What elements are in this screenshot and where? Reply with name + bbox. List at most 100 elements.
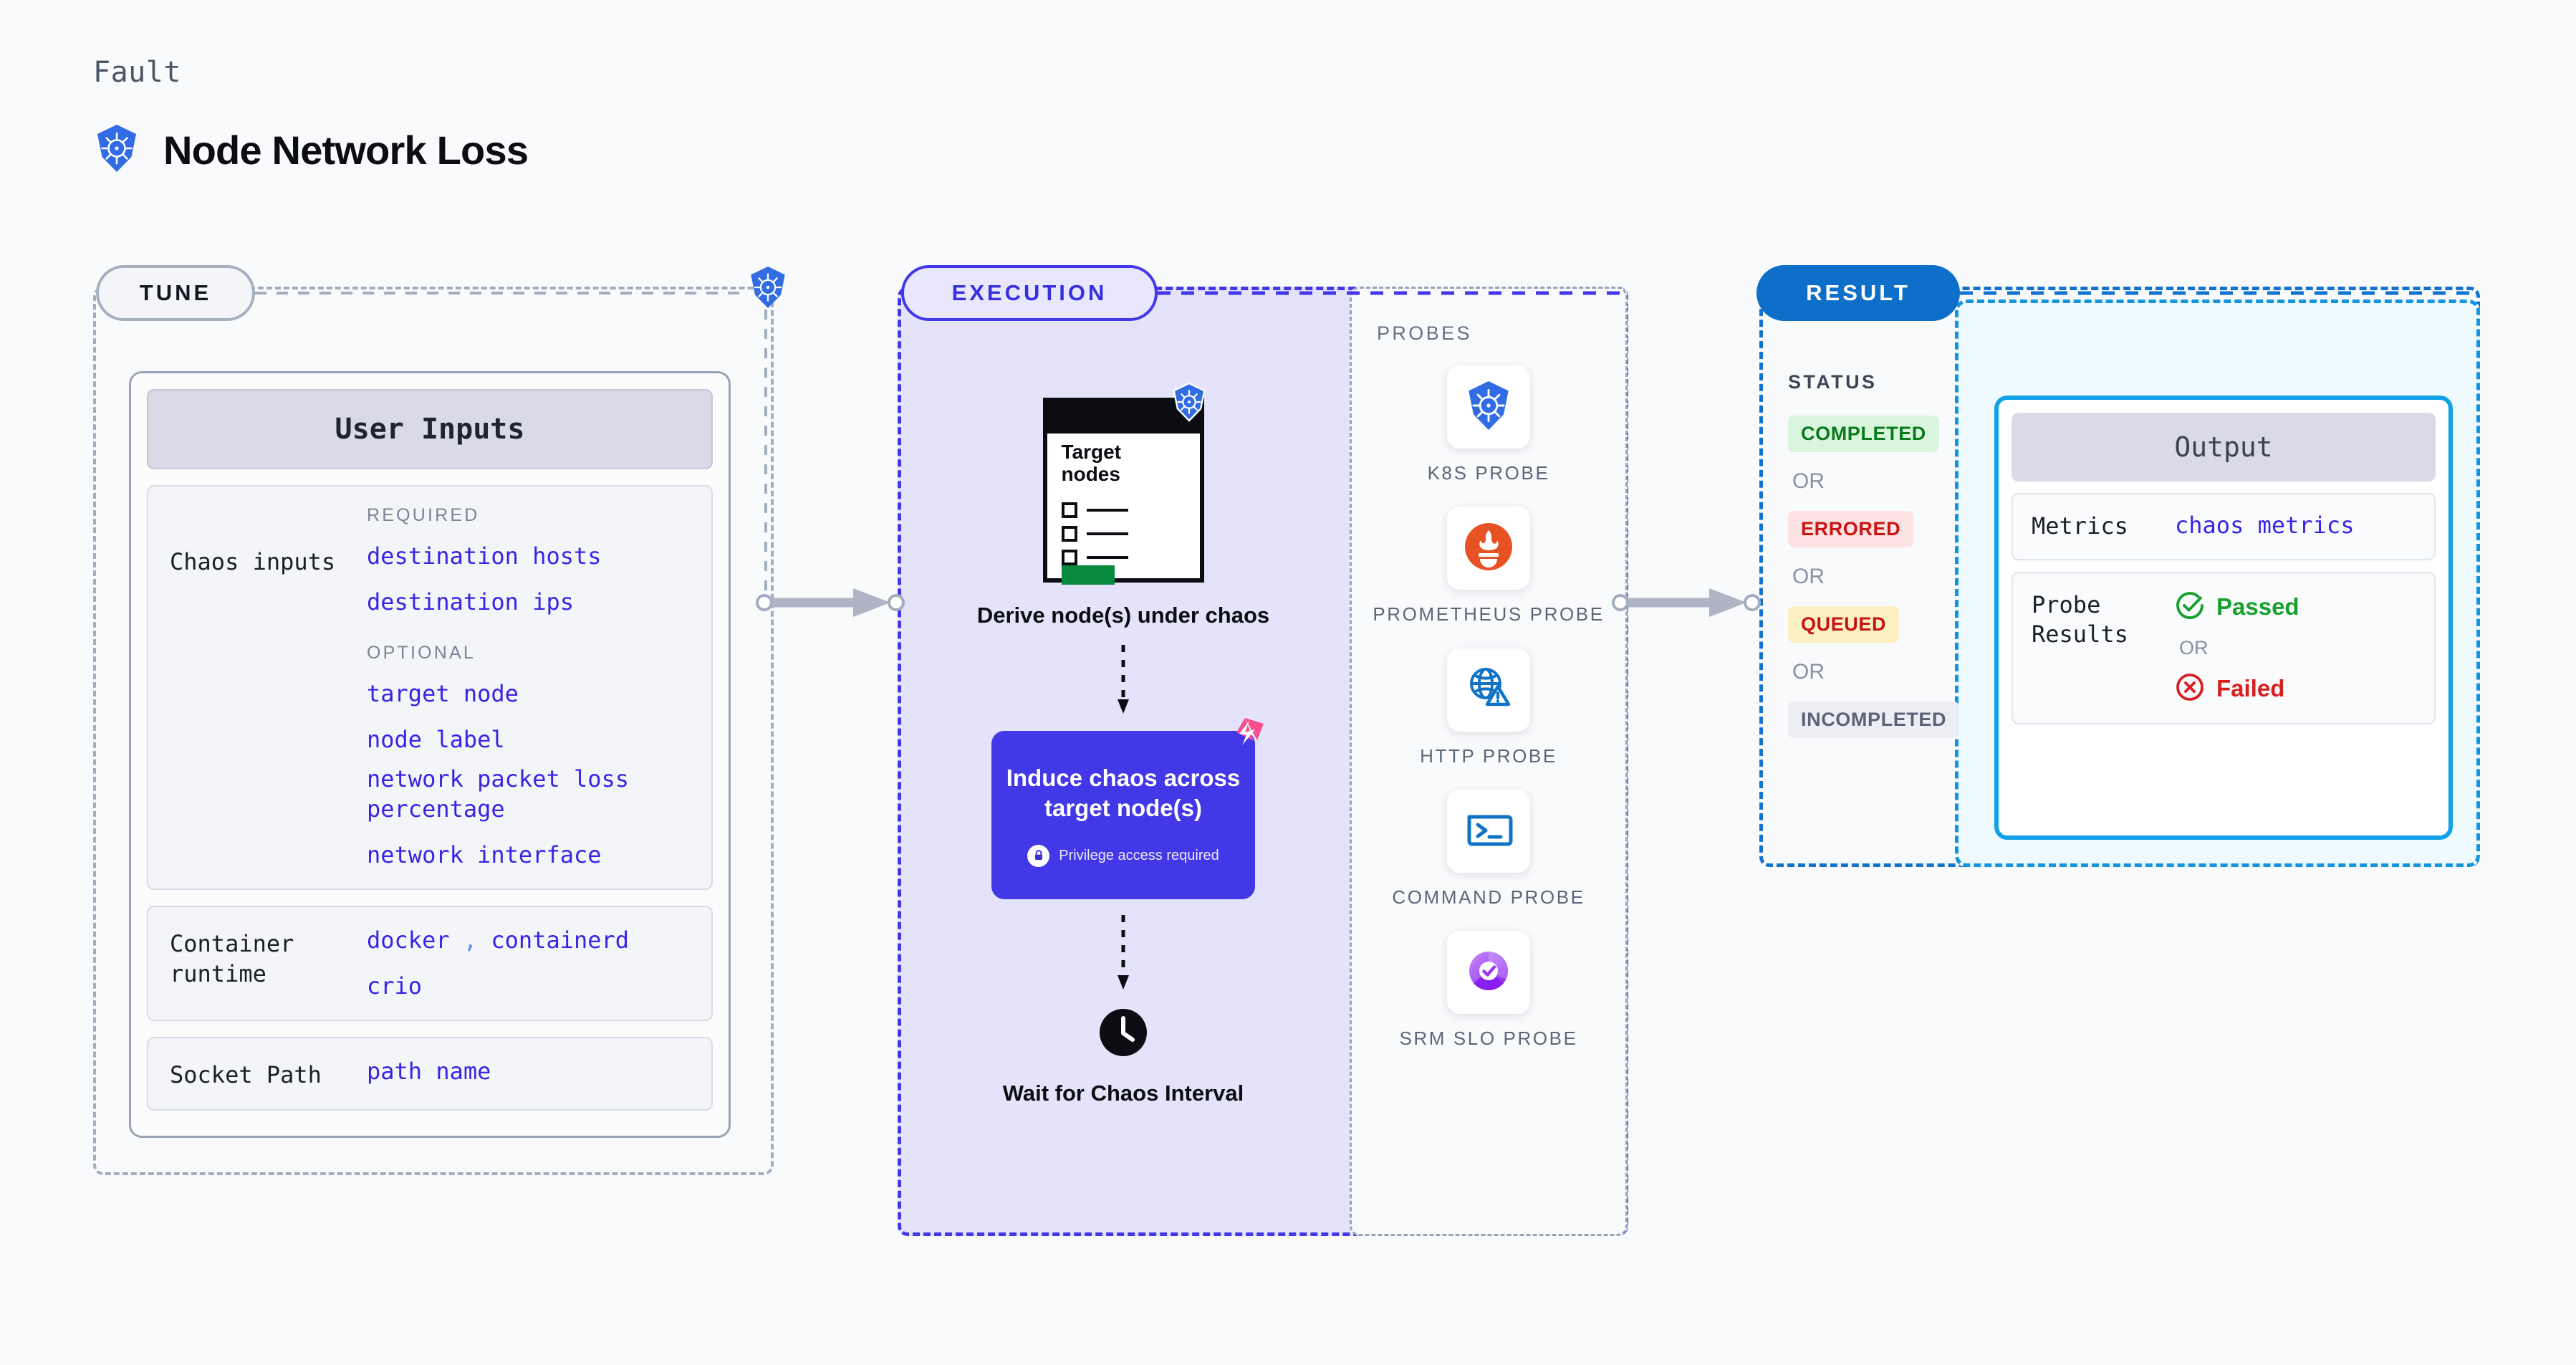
progress-indicator — [1061, 565, 1115, 585]
checkbox-icon — [1061, 526, 1077, 542]
globe-warning-icon — [1464, 663, 1514, 717]
connector-execution-to-result — [1612, 588, 1761, 617]
probe-label: PROMETHEUS PROBE — [1373, 603, 1605, 626]
stage-badge-result[interactable]: RESULT — [1756, 265, 1960, 321]
probe-k8s[interactable]: K8S PROBE — [1428, 365, 1550, 485]
metrics-label: Metrics — [2032, 512, 2128, 540]
probe-tile — [1446, 789, 1530, 873]
checklist-item — [1061, 550, 1128, 565]
probes-section-title: PROBES — [1377, 322, 1472, 344]
user-inputs-card: User Inputs Chaos inputs REQUIRED destin… — [129, 371, 731, 1138]
runtime-containerd[interactable]: containerd — [491, 926, 630, 954]
probe-results-values: Passed OR Failed — [2175, 590, 2299, 706]
lock-icon — [1027, 844, 1050, 867]
status-list: COMPLETED OR ERRORED OR QUEUED OR INCOMP… — [1788, 416, 1960, 738]
privilege-note-text: Privilege access required — [1059, 847, 1219, 863]
input-network-interface[interactable]: network interface — [367, 840, 602, 868]
execution-header-connector — [1158, 291, 1627, 295]
probes-list: K8S PROBE PROMETHEUS PROBE — [1350, 365, 1628, 1073]
execution-flow: Target nodes — [898, 287, 1349, 1236]
document-title: Target nodes — [1061, 441, 1122, 486]
induce-chaos-card[interactable]: Induce chaos across target node(s) Privi… — [991, 718, 1264, 900]
placeholder-line — [1086, 556, 1128, 559]
probe-command[interactable]: COMMAND PROBE — [1392, 789, 1585, 909]
probe-label: HTTP PROBE — [1420, 744, 1557, 767]
privilege-note: Privilege access required — [1027, 844, 1219, 867]
socket-path-section: Socket Path path name — [147, 1037, 713, 1111]
flow-arrow-down — [1118, 645, 1129, 714]
metrics-value[interactable]: chaos metrics — [2175, 512, 2355, 539]
runtime-crio[interactable]: crio — [367, 972, 423, 1000]
tune-stage-boundary — [93, 287, 774, 1175]
container-runtime-section: Container runtime docker , containerd cr… — [147, 906, 713, 1022]
stage-badge-execution[interactable]: EXECUTION — [901, 265, 1158, 321]
page-title: Node Network Loss — [163, 128, 529, 173]
status-or-2: OR — [1792, 565, 1825, 588]
input-destination-hosts[interactable]: destination hosts — [367, 542, 602, 570]
status-badge-incompleted: INCOMPLETED — [1788, 701, 1960, 738]
socket-path-label: Socket Path — [170, 1061, 322, 1089]
probe-tile — [1446, 931, 1530, 1015]
runtime-separator: , — [463, 926, 478, 954]
placeholder-line — [1086, 532, 1128, 535]
tune-header-connector — [255, 292, 749, 294]
stage-badge-tune[interactable]: TUNE — [96, 265, 255, 321]
probe-prometheus[interactable]: PROMETHEUS PROBE — [1373, 507, 1604, 626]
status-badge-completed: COMPLETED — [1788, 416, 1939, 452]
kubernetes-icon — [93, 123, 140, 177]
probe-tile — [1446, 648, 1530, 732]
document-titlebar — [1047, 402, 1200, 434]
passed-label: Passed — [2216, 593, 2299, 621]
container-runtime-label: Container runtime — [170, 930, 294, 988]
placeholder-line — [1086, 509, 1128, 512]
socket-path-value[interactable]: path name — [367, 1058, 491, 1086]
checklist-item — [1061, 502, 1128, 518]
prometheus-icon — [1464, 522, 1514, 575]
input-node-label[interactable]: node label — [367, 725, 505, 753]
probe-results-label: Probe Results — [2032, 590, 2128, 648]
srm-slo-icon — [1464, 946, 1514, 1000]
optional-heading: OPTIONAL — [367, 643, 476, 664]
tune-vertical-connector — [764, 310, 767, 600]
induce-chaos-title: Induce chaos across target node(s) — [1006, 765, 1241, 822]
chaos-inputs-section: Chaos inputs REQUIRED destination hosts … — [147, 485, 713, 891]
probe-tile — [1446, 365, 1530, 449]
chaos-inputs-values: REQUIRED destination hosts destination i… — [367, 505, 690, 870]
probe-result-or: OR — [2179, 636, 2209, 658]
status-or-1: OR — [1792, 469, 1825, 493]
container-runtime-values: docker , containerd crio — [367, 926, 690, 1001]
user-inputs-title: User Inputs — [147, 389, 713, 469]
checklist-item — [1061, 526, 1128, 542]
check-circle-icon — [2175, 590, 2205, 624]
kubernetes-icon — [1464, 380, 1513, 435]
probe-tile — [1447, 507, 1530, 590]
probe-srm-slo[interactable]: SRM SLO PROBE — [1399, 931, 1577, 1050]
runtime-docker[interactable]: docker — [367, 926, 450, 954]
input-destination-ips[interactable]: destination ips — [367, 588, 574, 616]
output-title: Output — [2012, 413, 2436, 482]
chaos-inputs-label: Chaos inputs — [170, 548, 336, 575]
probe-result-failed: Failed — [2175, 672, 2299, 706]
required-heading: REQUIRED — [367, 505, 480, 525]
checkbox-icon — [1061, 502, 1077, 518]
status-badge-errored: ERRORED — [1788, 511, 1914, 547]
input-network-packet-loss-percentage[interactable]: network packet loss percentage — [367, 765, 630, 823]
probe-label: COMMAND PROBE — [1392, 886, 1585, 908]
input-target-node[interactable]: target node — [367, 680, 519, 708]
result-header-connector — [1960, 291, 2479, 295]
checkbox-icon — [1061, 550, 1077, 565]
x-circle-icon — [2175, 672, 2205, 706]
derive-nodes-caption: Derive node(s) under chaos — [976, 603, 1270, 628]
flow-arrow-down — [1118, 915, 1129, 990]
probe-http[interactable]: HTTP PROBE — [1420, 648, 1557, 768]
failed-label: Failed — [2216, 675, 2285, 702]
output-probe-results-row: Probe Results Passed OR — [2012, 571, 2436, 724]
status-or-3: OR — [1792, 660, 1825, 684]
status-section-title: STATUS — [1788, 371, 1878, 393]
connector-tune-to-execution — [756, 588, 905, 617]
output-metrics-row: Metrics chaos metrics — [2012, 493, 2436, 560]
page-eyebrow: Fault — [93, 56, 181, 89]
terminal-icon — [1464, 807, 1514, 855]
litmus-chaos-icon — [1224, 717, 1265, 760]
